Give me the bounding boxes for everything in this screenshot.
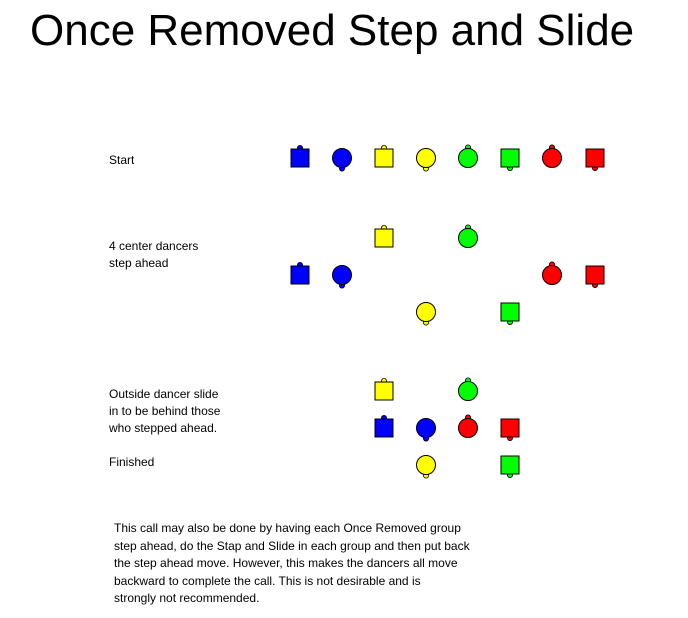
circle-body [332,265,352,285]
square-body [374,418,394,438]
red-circle-dancer [542,144,562,168]
circle-body [542,148,562,168]
step-label-start: Start [109,153,135,167]
yellow-square-dancer [374,224,394,248]
circle-body [416,418,436,438]
circle-body [458,418,478,438]
yellow-circle-dancer [416,455,436,479]
square-body [585,148,605,168]
footnote: This call may also be done by having eac… [114,521,470,605]
step-label-step-ahead: 4 center dancers step ahead [109,239,199,270]
green-square-dancer [500,148,520,171]
circle-body [458,148,478,168]
yellow-square-dancer [374,377,394,401]
blue-square-dancer [290,261,310,285]
red-circle-dancer [542,261,562,285]
page-title: Once Removed Step and Slide [30,6,635,55]
square-body [374,228,394,248]
step-label-slide: Outside dancer slide in to be behind tho… [109,387,221,435]
green-circle-dancer [458,224,478,248]
red-square-dancer [585,265,605,288]
yellow-square-dancer [374,144,394,168]
yellow-circle-dancer [416,148,436,172]
circle-body [416,455,436,475]
red-square-dancer [585,148,605,171]
blue-circle-dancer [416,418,436,442]
blue-square-dancer [290,144,310,168]
circle-body [458,381,478,401]
square-body [374,381,394,401]
green-square-dancer [500,302,520,325]
green-circle-dancer [458,144,478,168]
square-body [290,148,310,168]
red-square-dancer [500,418,520,441]
yellow-circle-dancer [416,302,436,326]
green-circle-dancer [458,377,478,401]
square-body [585,265,605,285]
circle-body [542,265,562,285]
blue-circle-dancer [332,265,352,289]
step-label-finished: Finished [109,455,155,469]
square-body [500,148,520,168]
red-circle-dancer [458,414,478,438]
circle-body [416,148,436,168]
circle-body [416,302,436,322]
green-square-dancer [500,455,520,478]
blue-circle-dancer [332,148,352,172]
square-body [500,418,520,438]
circle-body [458,228,478,248]
square-body [374,148,394,168]
circle-body [332,148,352,168]
square-body [500,302,520,322]
square-body [290,265,310,285]
square-body [500,455,520,475]
blue-square-dancer [374,414,394,438]
